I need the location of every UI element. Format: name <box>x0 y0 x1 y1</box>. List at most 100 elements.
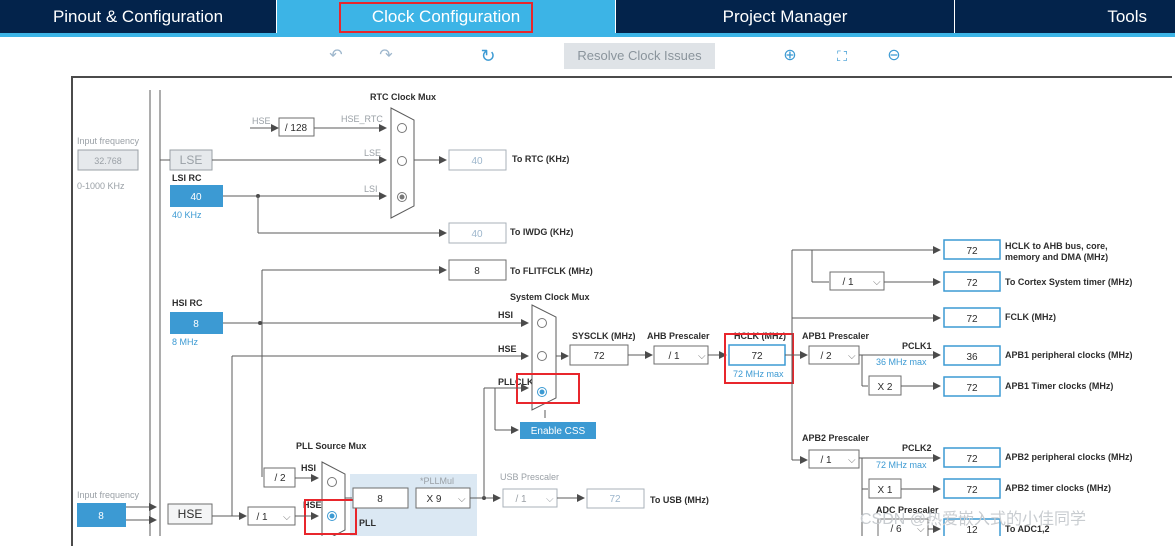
hsi-rc-label: HSI RC <box>172 298 203 308</box>
rtc-out-label: To RTC (KHz) <box>512 154 569 164</box>
cortex-div-select[interactable] <box>829 271 885 291</box>
chevron-down-icon: ⌵ <box>848 455 856 466</box>
pll-hse-label: HSE <box>303 500 322 510</box>
rtc-mux-radio-lse[interactable] <box>397 156 407 166</box>
apb2-prescaler-select[interactable] <box>808 449 860 469</box>
chevron-down-icon: ⌵ <box>546 494 554 505</box>
apb2-label: APB2 Prescaler <box>802 433 870 443</box>
sys-mux-radio-hsi[interactable] <box>537 318 547 328</box>
apb2-value: / 1 <box>820 455 832 466</box>
rtc-out-box <box>448 149 507 171</box>
usb-out-label: To USB (MHz) <box>650 495 709 505</box>
highlight-box-tab <box>339 2 533 33</box>
pll-mux-radio-hsi[interactable] <box>327 477 337 487</box>
junction <box>258 321 262 325</box>
hse-box <box>167 503 213 525</box>
hse-input-freq-label: Input frequency <box>77 490 140 500</box>
sys-mux-radio-pllclk-dot <box>539 389 545 395</box>
hse-div-value: / 1 <box>256 512 268 523</box>
pll-div2-value: / 2 <box>274 473 286 484</box>
rtc-lsi-label: LSI <box>364 184 378 194</box>
clock-tree-canvas <box>71 76 1172 546</box>
redo-icon[interactable]: ↷ <box>379 47 393 64</box>
pll-label: PLL <box>359 518 377 528</box>
output-box-fclk[interactable] <box>943 307 1001 328</box>
output-label: To Cortex System timer (MHz) <box>1005 277 1132 287</box>
sys-mux-radio-hse[interactable] <box>537 351 547 361</box>
refresh-icon[interactable]: ↻ <box>480 46 496 66</box>
output-boxes: 72 HCLK to AHB bus, core, memory and DMA… <box>943 239 1133 536</box>
chevron-down-icon: ⌵ <box>458 494 466 505</box>
rtc-mux-title: RTC Clock Mux <box>370 92 436 102</box>
lse-input-value: 32.768 <box>94 156 122 166</box>
x2-value: X 2 <box>877 382 892 393</box>
tab-underline <box>0 33 1175 37</box>
iwdg-out-value: 40 <box>471 229 483 240</box>
pclk2-label: PCLK2 <box>902 443 932 453</box>
flit-out-value: 8 <box>474 266 480 277</box>
usb-prescaler-label: USB Prescaler <box>500 472 559 482</box>
hse-input-field[interactable] <box>77 503 126 527</box>
lse-input-freq-label: Input frequency <box>77 136 140 146</box>
pll-hsi-label: HSI <box>301 463 316 473</box>
pclk1-label: PCLK1 <box>902 341 932 351</box>
output-box-apb1-periph[interactable] <box>943 345 1001 366</box>
output-value: 72 <box>966 485 978 496</box>
ahb-label: AHB Prescaler <box>647 331 710 341</box>
lsi-value: 40 <box>190 192 202 203</box>
rtc-div-box <box>278 117 315 137</box>
output-box-adc[interactable] <box>943 518 1001 536</box>
watermark: CSDN @热爱嵌入式的小佳同学 <box>860 510 1086 528</box>
resolve-clock-issues-button[interactable]: Resolve Clock Issues <box>564 43 715 69</box>
adc-prescaler-select[interactable] <box>877 518 929 536</box>
chevron-down-icon: ⌵ <box>917 524 925 535</box>
rtc-div-value: / 128 <box>285 123 308 134</box>
sysclk-value: 72 <box>593 351 605 362</box>
undo-icon[interactable]: ↶ <box>329 47 343 64</box>
zoom-out-icon[interactable]: ⊖ <box>887 47 901 64</box>
tab-separator <box>276 0 277 33</box>
output-box-apb1-timer[interactable] <box>943 376 1001 397</box>
sys-mux-pllclk: PLLCLK <box>498 377 534 387</box>
chevron-down-icon: ⌵ <box>873 277 881 288</box>
rtc-out-value: 40 <box>471 156 483 167</box>
adc-label: ADC Prescaler <box>876 505 939 515</box>
output-box-apb2-timer[interactable] <box>943 478 1001 499</box>
hclk-max: 72 MHz max <box>733 369 784 379</box>
lsi-rc-block <box>170 185 223 207</box>
hsi-rc-block <box>170 312 223 334</box>
cortex-div-value: / 1 <box>842 277 854 288</box>
enable-css-button[interactable] <box>520 422 596 439</box>
hse-rtc-label: HSE_RTC <box>341 114 383 124</box>
output-value: 72 <box>966 314 978 325</box>
output-box-apb2-periph[interactable] <box>943 447 1001 468</box>
output-label: APB1 Timer clocks (MHz) <box>1005 381 1113 391</box>
sys-mux-hsi: HSI <box>498 310 513 320</box>
hse-label: HSE <box>178 507 203 521</box>
pll-mux-radio-hse-dot <box>329 513 335 519</box>
tab-pinout-configuration[interactable]: Pinout & Configuration <box>52 7 224 26</box>
tab-project-manager[interactable]: Project Manager <box>722 7 848 26</box>
iwdg-out-label: To IWDG (KHz) <box>510 227 573 237</box>
tab-clock-configuration[interactable]: Clock Configuration <box>277 0 615 33</box>
tab-tools-label: Tools <box>1107 7 1147 26</box>
iwdg-out-box <box>448 222 507 244</box>
hsi-freq: 8 MHz <box>172 337 199 347</box>
lse-label: LSE <box>180 153 203 167</box>
rtc-hse-label: HSE <box>252 116 271 126</box>
hclk-label: HCLK (MHz) <box>734 331 786 341</box>
output-box-cortex[interactable] <box>943 271 1001 292</box>
tab-tools[interactable]: Tools <box>955 0 1175 33</box>
usb-out-value: 72 <box>609 494 621 505</box>
tab-separator <box>954 0 955 33</box>
output-box-hclk[interactable] <box>943 239 1001 260</box>
usb-out-box <box>586 488 645 509</box>
lse-input-field[interactable] <box>77 149 139 171</box>
zoom-in-icon[interactable]: ⊕ <box>783 47 797 64</box>
rtc-mux-radio-hse[interactable] <box>397 123 407 133</box>
pll-in-box <box>352 487 409 509</box>
chevron-down-icon: ⌵ <box>283 512 291 523</box>
output-label: memory and DMA (MHz) <box>1005 252 1108 262</box>
fit-icon[interactable]: ⛶ <box>837 48 847 64</box>
